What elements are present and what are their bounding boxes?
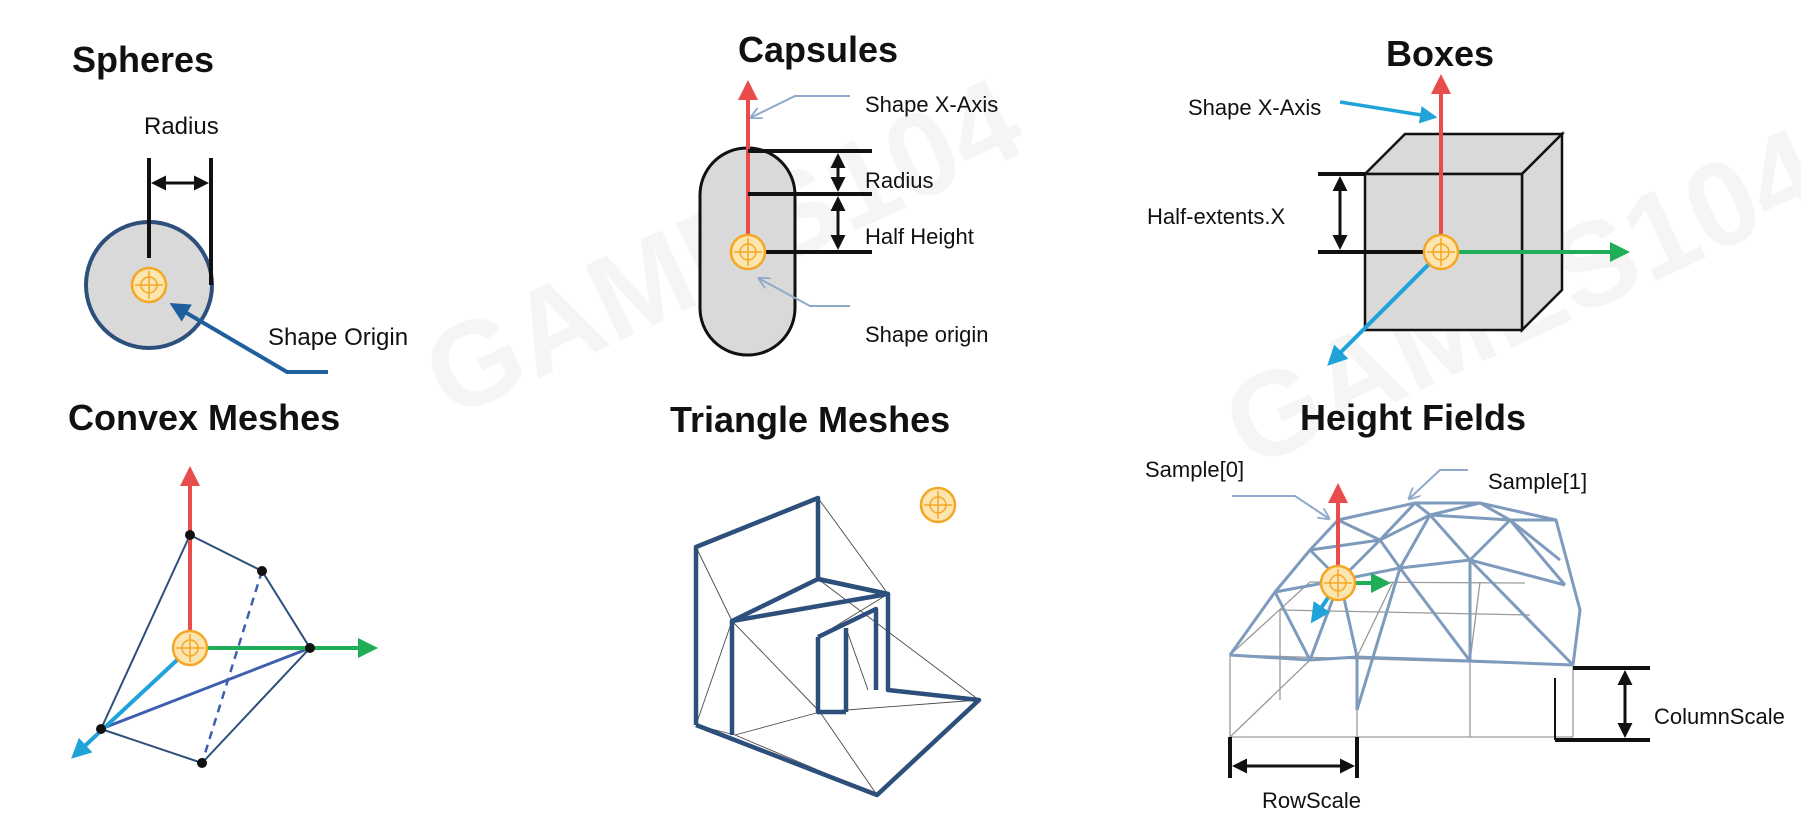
sphere-radius-label: Radius bbox=[144, 113, 219, 140]
convex-meshes-panel: Convex Meshes bbox=[68, 397, 378, 768]
convex-edge bbox=[100, 646, 311, 731]
row-scale-label: RowScale bbox=[1262, 788, 1361, 813]
sphere-origin-label: Shape Origin bbox=[268, 324, 408, 351]
box-axis-leader bbox=[1339, 100, 1438, 124]
spheres-panel: Spheres Radius Shape Origin bbox=[72, 39, 408, 374]
convex-vertex bbox=[96, 724, 106, 734]
convex-vertex bbox=[257, 566, 267, 576]
convex-meshes-title: Convex Meshes bbox=[68, 397, 340, 438]
convex-edge bbox=[261, 570, 311, 649]
triangle-mesh-origin-icon bbox=[919, 486, 957, 524]
box-origin-icon bbox=[1422, 233, 1460, 271]
sphere-origin-leader bbox=[169, 302, 328, 374]
convex-vertex bbox=[305, 643, 315, 653]
triangle-mesh-outline bbox=[693, 495, 982, 798]
convex-edge bbox=[100, 728, 203, 764]
convex-origin-icon bbox=[171, 629, 209, 667]
height-fields-title: Height Fields bbox=[1300, 397, 1526, 438]
convex-edge bbox=[201, 647, 311, 764]
capsule-origin-label: Shape origin bbox=[865, 322, 989, 347]
triangle-meshes-panel: Triangle Meshes bbox=[670, 399, 982, 798]
capsule-radius-label: Radius bbox=[865, 168, 933, 193]
spheres-title: Spheres bbox=[72, 39, 214, 80]
sample0-leader bbox=[1232, 495, 1328, 518]
capsule-half-height-label: Half Height bbox=[865, 224, 974, 249]
convex-vertex bbox=[197, 758, 207, 768]
box-z-axis bbox=[1327, 250, 1443, 366]
capsule-axis-leader bbox=[752, 95, 850, 117]
triangle-mesh-wires bbox=[695, 497, 980, 796]
capsule-origin-leader bbox=[760, 279, 850, 307]
capsule-origin-icon bbox=[729, 233, 767, 271]
convex-vertex bbox=[185, 530, 195, 540]
convex-z-axis bbox=[71, 646, 192, 759]
height-field-surface bbox=[1228, 501, 1582, 711]
height-field-origin-icon bbox=[1319, 564, 1357, 602]
box-extent-label: Half-extents.X bbox=[1147, 204, 1285, 229]
capsule-axis-label: Shape X-Axis bbox=[865, 92, 998, 117]
convex-hidden-edge bbox=[200, 570, 264, 764]
boxes-title: Boxes bbox=[1386, 33, 1494, 74]
sample1-leader bbox=[1410, 469, 1468, 498]
sample1-label: Sample[1] bbox=[1488, 469, 1587, 494]
column-scale-label: ColumnScale bbox=[1654, 704, 1785, 729]
sample0-label: Sample[0] bbox=[1145, 457, 1244, 482]
capsules-panel: Capsules Shape X-Axis Radius Half Height… bbox=[698, 29, 998, 357]
height-fields-panel: Height Fields bbox=[1145, 397, 1785, 813]
convex-edge bbox=[189, 534, 263, 572]
triangle-meshes-title: Triangle Meshes bbox=[670, 399, 950, 440]
boxes-panel: Boxes Shape X-Axis Half-extents.X bbox=[1147, 33, 1630, 366]
convex-edge bbox=[100, 534, 191, 730]
box-axis-label: Shape X-Axis bbox=[1188, 95, 1321, 120]
capsules-title: Capsules bbox=[738, 29, 898, 70]
sphere-origin-icon bbox=[130, 266, 168, 304]
